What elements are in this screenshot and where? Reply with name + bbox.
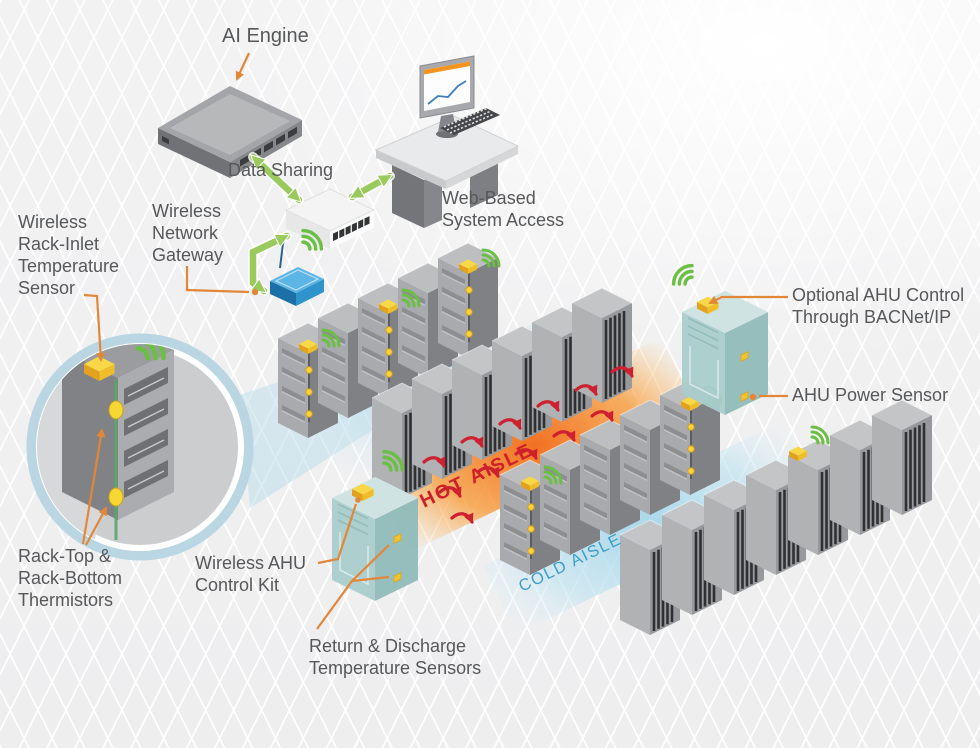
rack-top-thermistor-icon [108, 400, 124, 420]
data-flow-arrows [248, 152, 395, 296]
monitor-icon [419, 55, 475, 138]
ai-engine-label: AI Engine [222, 25, 309, 47]
server-rack [870, 398, 934, 517]
web-based-system-access-label: Web-Based System Access [442, 188, 565, 230]
magnifier-circle [26, 333, 254, 561]
wireless-rack-inlet-sensor-label: Wireless Rack-Inlet Temperature Sensor [18, 212, 120, 298]
rack-thermistors-label: Rack-Top & Rack-Bottom Thermistors [18, 546, 123, 610]
rack-bottom-thermistor-icon [108, 487, 124, 507]
ahu-power-sensor-label: AHU Power Sensor [792, 385, 949, 405]
ai-engine-device [158, 86, 302, 178]
hot-air-arrows [422, 366, 634, 524]
return-discharge-sensors-label: Return & Discharge Temperature Sensors [309, 636, 482, 678]
antenna-icon [279, 242, 284, 269]
data-sharing-label: Data Sharing [228, 160, 334, 180]
wifi-waves-icon [671, 263, 694, 286]
magnified-rack [62, 344, 174, 540]
keyboard-icon [440, 107, 500, 135]
wireless-ahu-control-kit-label: Wireless AHU Control Kit [195, 553, 307, 595]
optional-ahu-control-label: Optional AHU Control Through BACNet/IP [792, 285, 965, 327]
workstation-desk [374, 55, 520, 228]
wireless-network-gateway-label: Wireless Network Gateway [152, 201, 224, 265]
ahu-unit-right [671, 263, 769, 416]
leader-lines [81, 52, 788, 630]
